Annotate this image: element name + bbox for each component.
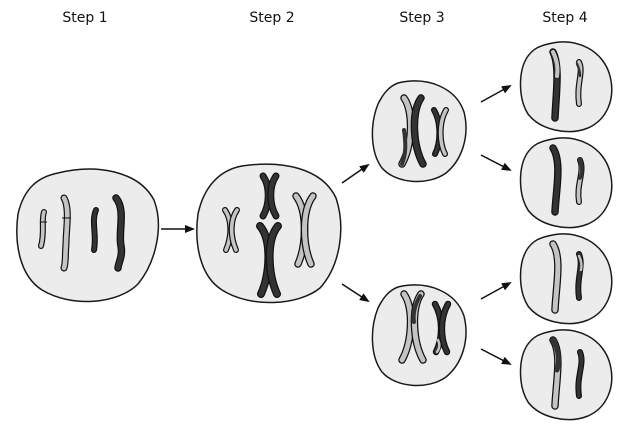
step-1-cell [16,168,160,303]
chromosome-dark-large [112,194,126,272]
step-3-cell-top [371,80,467,183]
chromosome-dark-small [575,349,585,399]
chromosome-x-light-small [431,107,449,157]
step-3-label: Step 3 [399,10,445,26]
arrow-step3-to-step4-1 [480,85,512,103]
cell-membrane [519,329,613,421]
step-3-cell-bottom [371,284,467,387]
cell-membrane [519,137,613,229]
arrow-step3-to-step4-2 [480,154,512,171]
chromosome-light-small-x [222,207,240,253]
chromosome-light-large-x [292,192,317,268]
cell-membrane [371,80,467,183]
chromosome-dark-light-small [575,157,585,205]
arrow-step3-to-step4-4 [480,348,512,365]
step-4-cell-4 [519,329,613,421]
step-2-label: Step 2 [249,10,295,26]
chromosome-dark-large [549,144,562,216]
arrow-step2-to-step3-top [341,163,370,184]
step-4-cell-1 [519,41,613,133]
cell-membrane [196,163,342,304]
chromosome-light-dark-small [575,251,584,301]
chromosome-light-dark-large [549,336,562,410]
chromosome-dark-large-x [256,222,282,298]
chromosome-x-dark-small [431,300,452,356]
step-4-cell-2 [519,137,613,229]
chromosome-x-light-dark [398,290,427,364]
chromosome-light-large [549,240,562,314]
chromosome-dark-small [90,207,99,253]
chromosome-light-large [60,194,71,272]
chromosome-dark-small-x [259,172,280,220]
step-2-cell [196,163,342,304]
chromosome-light-small [38,209,47,249]
step-1-label: Step 1 [62,10,108,26]
arrow-step2-to-step3-bottom [341,283,370,303]
cell-membrane [519,233,613,325]
chromosome-x-dark-light [398,94,427,168]
chromosome-dark-light [549,48,561,122]
step-4-cell-3 [519,233,613,325]
cell-membrane [519,41,613,133]
chromosome-light-small [575,59,584,107]
step-4-label: Step 4 [542,10,588,26]
arrow-step3-to-step4-3 [480,282,512,300]
cell-membrane [16,168,160,303]
